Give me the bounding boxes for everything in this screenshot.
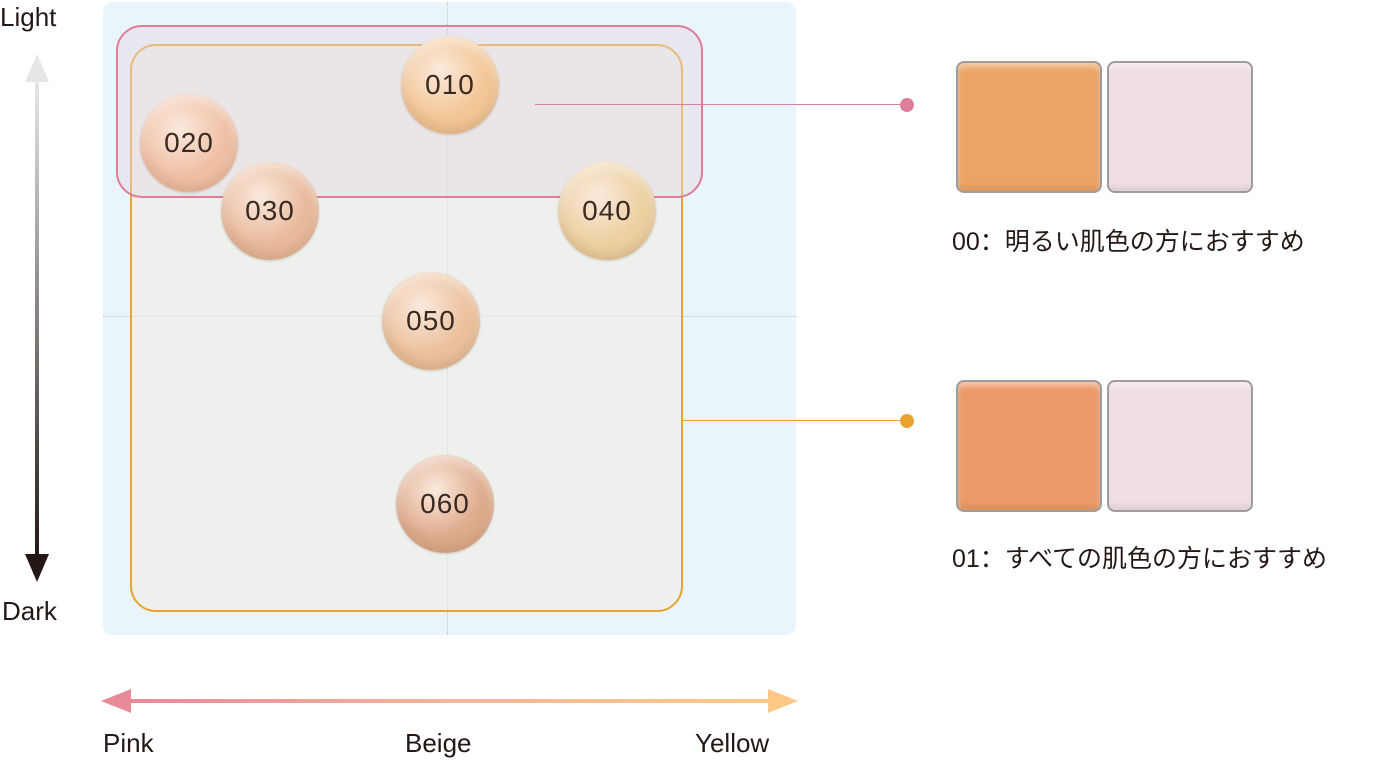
- connector-00: [535, 104, 905, 105]
- axis-label-light: Light: [0, 2, 57, 32]
- shade-040: 040: [558, 162, 656, 260]
- shade-code: 060: [420, 488, 470, 519]
- swatch-00-pink: [1107, 61, 1253, 193]
- shade-code: 030: [245, 195, 295, 226]
- connector-01-dot: [900, 414, 914, 428]
- shade-060: 060: [396, 455, 494, 553]
- group-00-label: 00：明るい肌色の方におすすめ: [952, 228, 1305, 256]
- connector-00-dot: [900, 98, 914, 112]
- axis-label-dark: Dark: [2, 596, 57, 626]
- swatch-01-orange: [956, 380, 1102, 512]
- shade-050: 050: [382, 272, 480, 370]
- swatch-00-orange: [956, 61, 1102, 193]
- shade-030: 030: [221, 162, 319, 260]
- shade-code: 020: [164, 127, 214, 158]
- shade-code: 040: [582, 195, 632, 226]
- axis-label-yellow: Yellow: [695, 728, 770, 758]
- shade-code: 010: [425, 69, 475, 100]
- swatch-01-pink: [1107, 380, 1253, 512]
- axis-label-pink: Pink: [103, 728, 154, 758]
- connector-01: [681, 420, 905, 421]
- vertical-axis-arrow: [25, 54, 49, 582]
- group-01-label: 01：すべての肌色の方におすすめ: [952, 545, 1328, 573]
- axis-label-beige: Beige: [405, 728, 472, 758]
- shade-020: 020: [140, 94, 238, 192]
- horizontal-axis-arrow: [101, 689, 798, 713]
- shade-010: 010: [401, 36, 499, 134]
- shade-code: 050: [406, 305, 456, 336]
